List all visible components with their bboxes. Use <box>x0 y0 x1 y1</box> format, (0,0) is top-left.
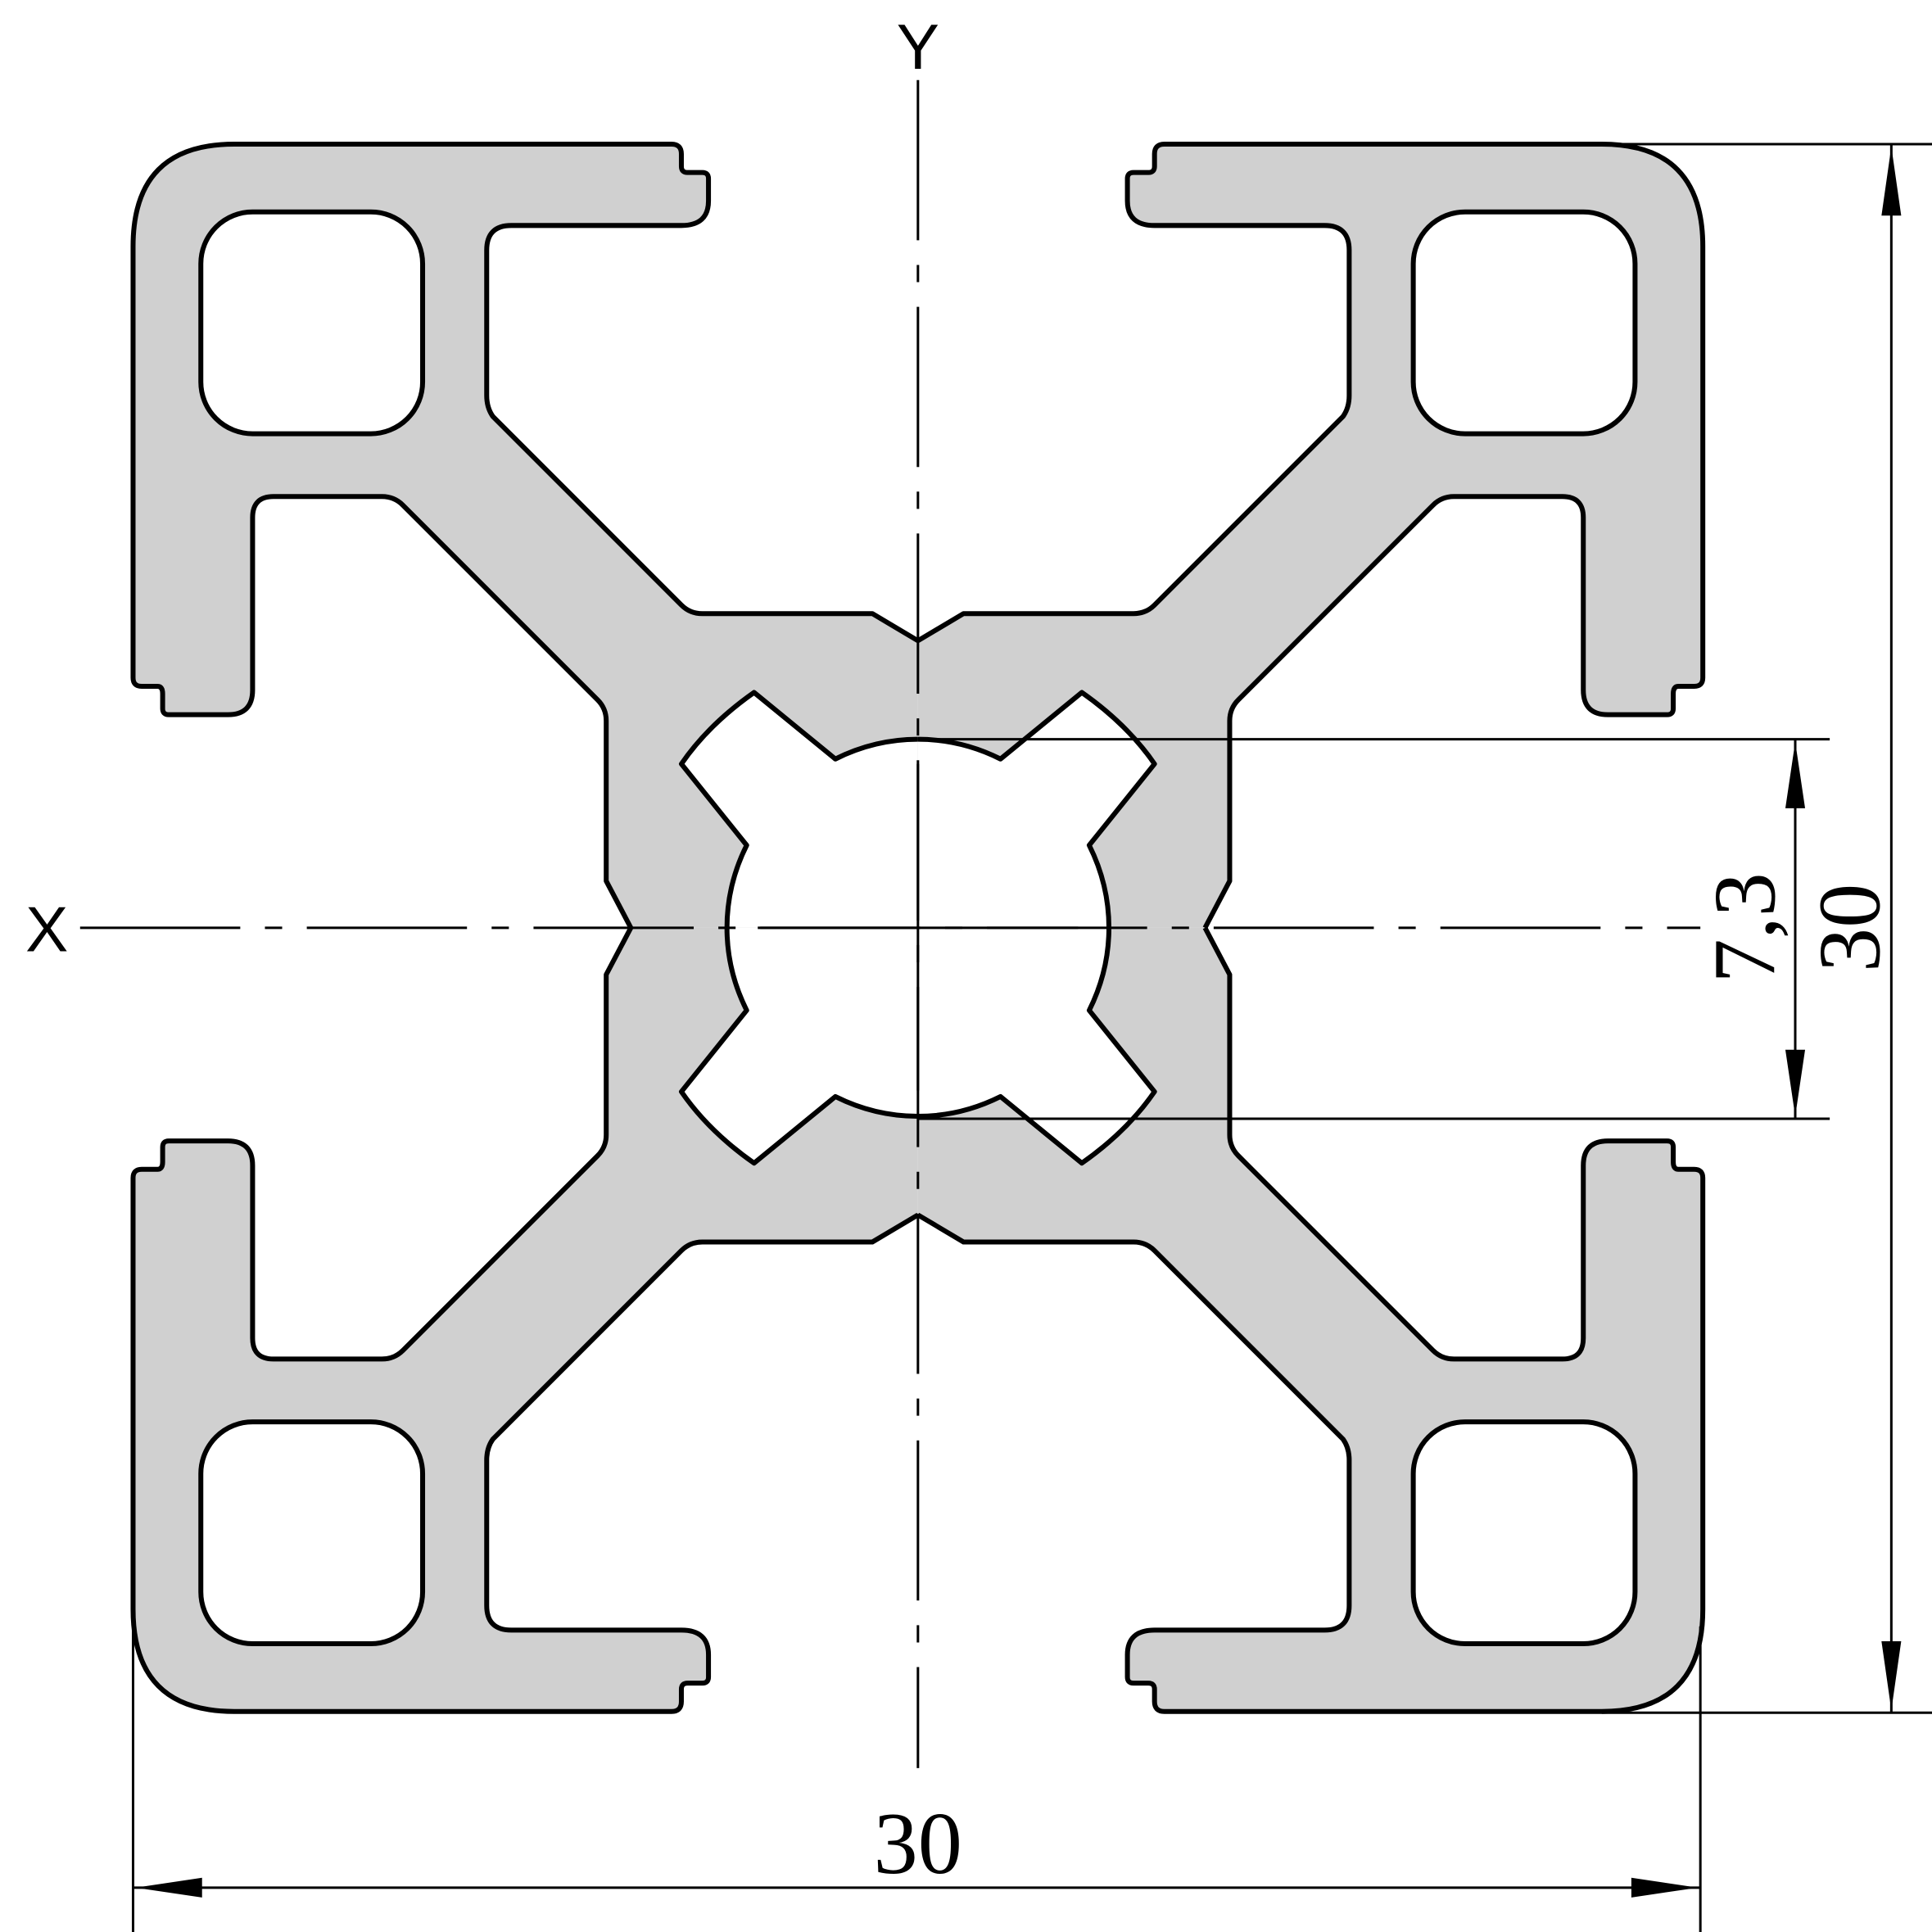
x-axis-label: X <box>25 893 68 965</box>
width-dimension <box>131 1626 1702 1932</box>
center-axes <box>79 79 1701 1768</box>
height-dimension <box>1601 143 1932 1714</box>
slot-dimension-value: 7,3 <box>1695 872 1794 983</box>
y-axis-label: Y <box>897 11 939 83</box>
width-dimension-value: 30 <box>874 1794 962 1893</box>
slot-dimension <box>917 738 1830 1120</box>
height-dimension-value: 30 <box>1800 884 1898 972</box>
